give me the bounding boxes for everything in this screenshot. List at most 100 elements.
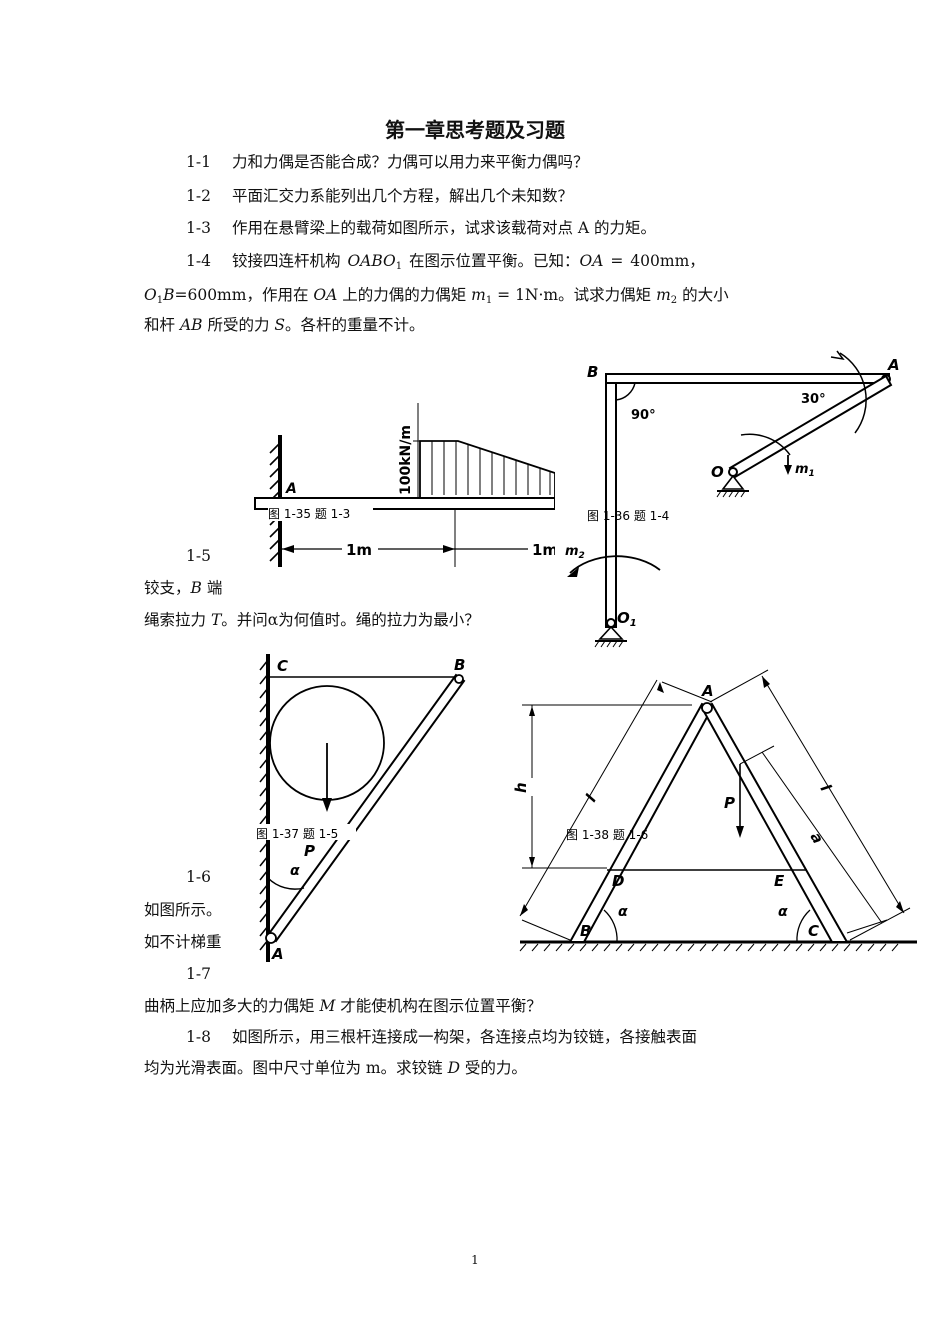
page-title: 第一章思考题及习题 — [385, 118, 565, 142]
question-number: 1-6 — [186, 868, 211, 886]
height-h-label: h — [512, 782, 530, 793]
text-span: 和杆 — [144, 316, 180, 334]
question-1-5-line3: 绳索拉力 T。并问α为何值时。绳的拉力为最小？ — [144, 610, 480, 630]
figure-1-36-caption: 图 1-36 题 1-4 — [587, 509, 669, 523]
question-text: 作用在悬臂梁上的载荷如图所示，试求该载荷对点 A 的力矩。 — [232, 219, 657, 237]
question-text: 如图所示，用三根杆连接成一构架，各连接点均为铰链，各接触表面 — [232, 1028, 698, 1046]
question-1-6-line3: 如不计梯重 — [144, 932, 222, 952]
symbol-m2: m — [656, 286, 671, 304]
text-span: 才能使机构在图示位置平衡？ — [335, 997, 542, 1015]
text-span: 如图所示。 — [144, 901, 222, 919]
question-1-8-line1: 1-8 如图所示，用三根杆连接成一构架，各连接点均为铰链，各接触表面 — [186, 1027, 697, 1047]
page-number: 1 — [471, 1253, 479, 1267]
question-1-7-line2: 曲柄上应加多大的力偶矩 M 才能使机构在图示位置平衡？ — [144, 996, 542, 1016]
point-c-label: C — [277, 657, 288, 675]
question-1-4-line1: 1-4 铰接四连杆机构 OABO1 在图示位置平衡。已知：OA = 400mm， — [186, 251, 705, 277]
question-number: 1-2 — [186, 187, 211, 205]
text-span: =600mm，作用在 — [174, 286, 314, 304]
question-1-4-line2: O1B=600mm，作用在 OA 上的力偶的力偶矩 m1 = 1N·m。试求力偶… — [144, 285, 729, 311]
figure-1-38-caption: 图 1-38 题 1-6 — [566, 828, 648, 842]
symbol-m: M — [319, 997, 336, 1015]
question-1-3: 1-3 作用在悬臂梁上的载荷如图所示，试求该载荷对点 A 的力矩。 — [186, 218, 656, 238]
text-span: 曲柄上应加多大的力偶矩 — [144, 997, 320, 1015]
point-e-label: E — [774, 872, 785, 890]
point-a-label: A — [271, 945, 284, 963]
question-1-6-line1: 1-6 — [186, 867, 232, 887]
text-span: 受的力。 — [460, 1059, 527, 1077]
text-span: 铰接四连杆机构 — [232, 252, 348, 270]
moment-m1-label: m1 — [795, 462, 815, 479]
text-span: 绳索拉力 — [144, 611, 211, 629]
dimension-1m-left: 1m — [346, 541, 372, 559]
force-p-label: P — [304, 842, 315, 860]
symbol-s: S — [274, 316, 286, 334]
symbol-oa: OA — [313, 286, 338, 304]
point-b-label: B — [587, 363, 598, 381]
question-number: 1-7 — [186, 965, 211, 983]
angle-alpha-right-label: α — [778, 904, 788, 920]
text-span: 在图示位置平衡。已知： — [402, 252, 580, 270]
moment-m2-label: m2 — [565, 544, 585, 561]
symbol-o1: O — [144, 286, 157, 304]
dimension-1m-right: 1m — [532, 541, 558, 559]
figure-1-38-ladder: A B C D E P h l l a α α 图 1-38 题 1-6 — [512, 658, 917, 960]
angle-30-label: 30° — [801, 392, 826, 407]
symbol-b: B — [163, 286, 175, 304]
text-span: = 1N·m。试求力偶矩 — [492, 286, 657, 304]
angle-alpha-left-label: α — [618, 904, 628, 920]
load-label: 100kN/m — [398, 425, 414, 495]
symbol-d: D — [447, 1059, 460, 1077]
question-1-2: 1-2 平面汇交力系能列出几个方程，解出几个未知数？ — [186, 186, 573, 206]
figure-1-36-linkage: B A O O1 90° 30° m1 m2 图 1-36 题 1-4 — [555, 345, 910, 655]
symbol-m1: m — [471, 286, 486, 304]
subscript: 1 — [156, 295, 164, 306]
question-1-4-line3: 和杆 AB 所受的力 S。各杆的重量不计。 — [144, 315, 425, 335]
text-span: 。并问α为何值时。绳的拉力为最小？ — [221, 611, 480, 629]
question-1-5-line1: 1-5 — [186, 546, 232, 566]
point-a-label: A — [887, 356, 900, 374]
question-number: 1-4 — [186, 252, 211, 270]
question-number: 1-3 — [186, 219, 211, 237]
question-number: 1-5 — [186, 547, 211, 565]
mechanism-name: OABO — [347, 252, 396, 270]
symbol-oa: OA — [579, 252, 604, 270]
question-1-7-line1: 1-7 — [186, 964, 232, 984]
figure-1-35-caption: 图 1-35 题 1-3 — [268, 507, 350, 521]
point-a-label: A — [285, 481, 297, 497]
question-number: 1-8 — [186, 1028, 211, 1046]
figure-1-35-cantilever: 100kN/m A 1m 1m 图 1-35 题 1-3 — [250, 395, 558, 570]
question-1-5-line2: 铰支，B 端 — [144, 578, 222, 598]
symbol-b: B — [190, 579, 202, 597]
symbol-ab: AB — [179, 316, 203, 334]
text-span: 的大小 — [677, 286, 729, 304]
point-o1-label: O1 — [617, 609, 637, 629]
symbol-t: T — [210, 611, 222, 629]
angle-90-label: 90° — [631, 408, 656, 423]
question-1-8-line2: 均为光滑表面。图中尺寸单位为 m。求铰链 D 受的力。 — [144, 1058, 527, 1078]
point-o-label: O — [711, 463, 724, 481]
point-c-label: C — [808, 922, 819, 940]
point-b-label: B — [454, 656, 465, 674]
text-span: 上的力偶的力偶矩 — [337, 286, 472, 304]
text-span: 如不计梯重 — [144, 933, 222, 951]
question-1-6-line2: 如图所示。 — [144, 900, 222, 920]
question-text: 力和力偶是否能合成？力偶可以用力来平衡力偶吗？ — [232, 153, 589, 171]
figure-1-37-caption: 图 1-37 题 1-5 — [256, 827, 338, 841]
text-span: 均为光滑表面。图中尺寸单位为 m。求铰链 — [144, 1059, 448, 1077]
force-p-label: P — [724, 794, 735, 812]
text-span: 所受的力 — [202, 316, 275, 334]
text-span: 铰支， — [144, 579, 191, 597]
angle-alpha-label: α — [290, 863, 300, 879]
subscript: 2 — [670, 295, 678, 306]
question-1-1: 1-1 力和力偶是否能合成？力偶可以用力来平衡力偶吗？ — [186, 152, 589, 172]
question-number: 1-1 — [186, 153, 211, 171]
subscript: 1 — [395, 261, 403, 272]
question-text: 平面汇交力系能列出几个方程，解出几个未知数？ — [232, 187, 574, 205]
point-b-label: B — [580, 922, 591, 940]
figure-1-37-sphere-bar: C B A P α 图 1-37 题 1-5 — [252, 650, 492, 963]
text-span: 。各杆的重量不计。 — [285, 316, 425, 334]
point-a-label: A — [701, 682, 714, 700]
text-span: = 400mm， — [603, 252, 705, 270]
subscript: 1 — [485, 295, 493, 306]
point-d-label: D — [612, 872, 624, 890]
